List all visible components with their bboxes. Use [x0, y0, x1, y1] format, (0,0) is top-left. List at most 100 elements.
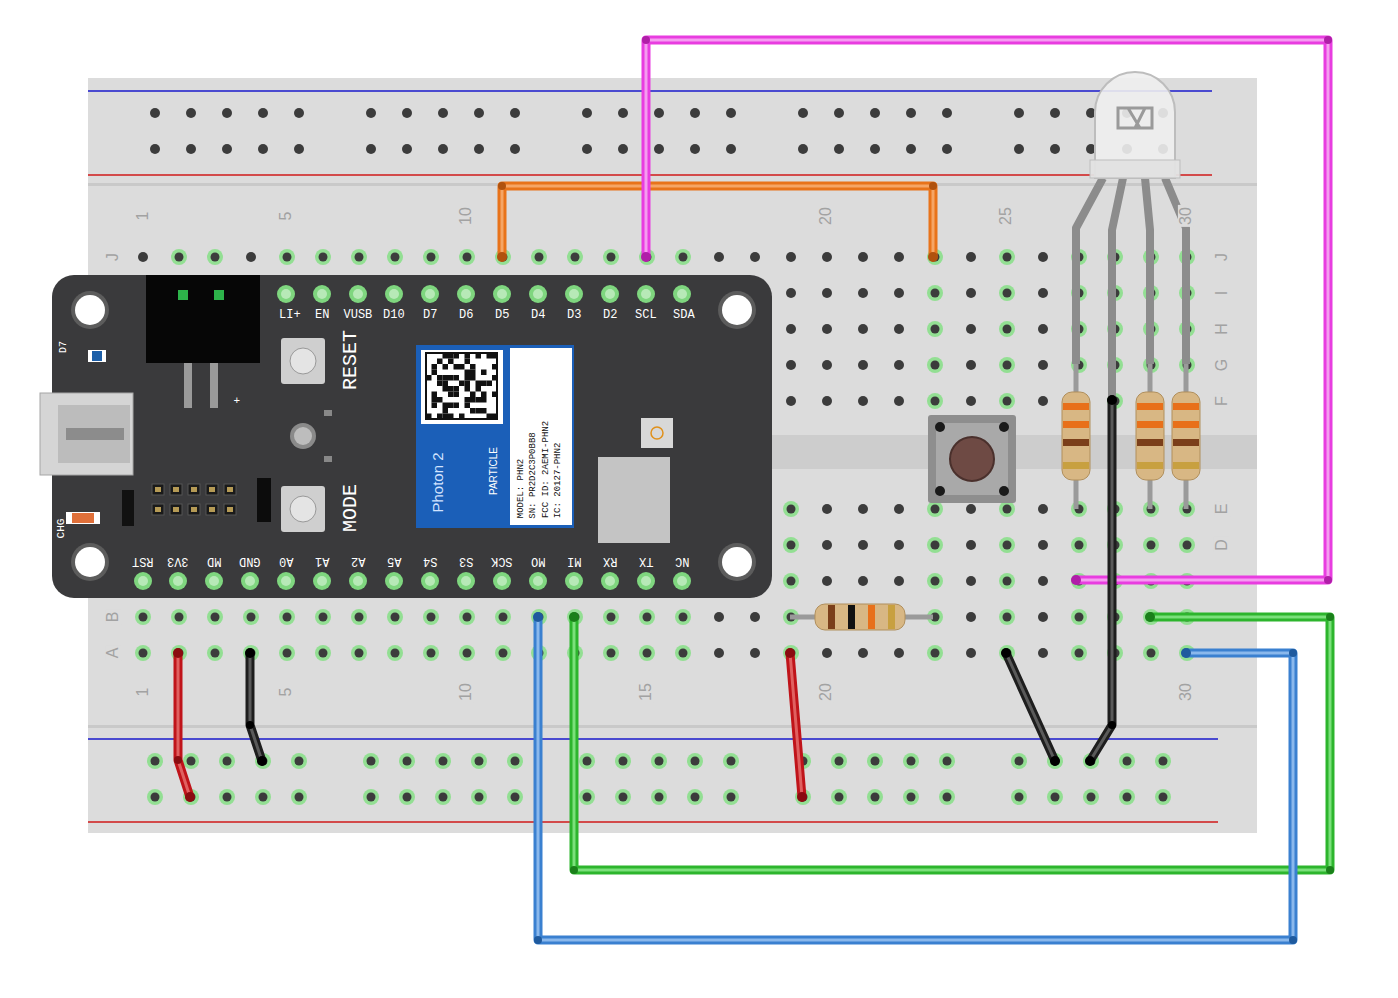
debug-header	[224, 504, 236, 515]
hole-highlight	[147, 753, 163, 769]
red-wire-end	[797, 792, 807, 802]
debug-header-pin	[155, 507, 161, 512]
hole	[474, 108, 484, 118]
hole	[894, 540, 904, 550]
board-pin	[457, 285, 475, 303]
pin-label: MO	[531, 555, 545, 567]
pin-label: A1	[315, 555, 329, 567]
hole-highlight	[867, 753, 883, 769]
blue-wire-bend	[1289, 936, 1297, 944]
hole-highlight	[279, 645, 295, 661]
hole	[619, 757, 628, 766]
hole	[750, 648, 760, 658]
board-pin-center	[281, 289, 291, 299]
usb-connector	[40, 393, 133, 475]
hole-highlight	[351, 249, 367, 265]
hole	[223, 757, 232, 766]
board-pin	[313, 572, 331, 590]
row-letter: D	[1214, 537, 1230, 553]
debug-header-pin	[191, 487, 197, 492]
hole	[367, 793, 376, 802]
hole-highlight	[507, 753, 523, 769]
hole	[786, 396, 796, 406]
board-pin	[601, 572, 619, 590]
board-button	[281, 486, 325, 532]
board-pin-center	[138, 576, 148, 586]
black-wire-end	[1001, 648, 1011, 658]
hole-highlight	[675, 249, 691, 265]
hole-highlight	[507, 789, 523, 805]
resistor-band	[1137, 403, 1163, 410]
qr-cell	[465, 403, 471, 409]
pin-label: A0	[279, 555, 293, 567]
orange-wire-bend	[929, 182, 937, 190]
hole	[931, 649, 940, 658]
hole	[475, 793, 484, 802]
blue-wire-bend	[1289, 649, 1297, 657]
qr-cell	[454, 386, 460, 392]
board-pin	[134, 572, 152, 590]
hole-highlight	[207, 645, 223, 661]
qr-cell	[476, 386, 482, 392]
hole	[247, 613, 256, 622]
photon-board	[40, 275, 772, 598]
hole-highlight	[999, 321, 1015, 337]
hole-highlight	[639, 645, 655, 661]
hole	[870, 144, 880, 154]
debug-header	[170, 504, 182, 515]
hole	[942, 108, 952, 118]
blue-wire-end	[533, 612, 543, 622]
mount-ring	[71, 543, 109, 581]
resistor-band	[1063, 462, 1089, 469]
board-pin-center	[641, 576, 651, 586]
qr-cell	[470, 375, 476, 381]
board-pin-center	[317, 576, 327, 586]
polarity-mark: +	[234, 396, 241, 407]
red-wire-shine	[790, 653, 802, 797]
debug-header	[206, 504, 218, 515]
pin-label: MI	[567, 555, 581, 567]
board-pin-center	[425, 576, 435, 586]
resistor-band	[1063, 421, 1089, 428]
qr-cell	[459, 364, 465, 370]
hole	[654, 144, 664, 154]
hole	[319, 649, 328, 658]
resistor-band	[848, 605, 855, 629]
hole	[1003, 325, 1012, 334]
pin-label: EN	[315, 309, 329, 321]
hole	[942, 144, 952, 154]
hole	[943, 757, 952, 766]
red-wire-bend	[174, 756, 182, 764]
led-rim	[1090, 160, 1180, 178]
status-led	[290, 423, 316, 449]
hole	[1003, 613, 1012, 622]
pin-label: LI+	[279, 309, 301, 321]
board-pin	[493, 572, 511, 590]
pin-label: SCK	[491, 555, 513, 567]
hole	[294, 108, 304, 118]
module-info: MODEL: PHN2	[517, 459, 526, 518]
orange-wire-bend	[498, 182, 506, 190]
hole	[966, 252, 976, 262]
hole	[966, 288, 976, 298]
board-pin-center	[569, 576, 579, 586]
resistor-body	[1062, 392, 1090, 480]
hole-highlight	[207, 249, 223, 265]
hole	[894, 288, 904, 298]
hole	[966, 396, 976, 406]
hole	[858, 288, 868, 298]
hole	[1123, 757, 1132, 766]
hole	[138, 252, 148, 262]
hole	[858, 324, 868, 334]
hole	[786, 324, 796, 334]
hole-highlight	[651, 789, 667, 805]
qr-cell	[470, 408, 476, 414]
hole-highlight	[315, 609, 331, 625]
qr-cell	[465, 397, 471, 403]
red-wire	[173, 648, 195, 802]
hole	[1038, 540, 1048, 550]
hole	[643, 613, 652, 622]
hole	[894, 648, 904, 658]
hole-highlight	[135, 645, 151, 661]
red-wire	[785, 648, 807, 802]
